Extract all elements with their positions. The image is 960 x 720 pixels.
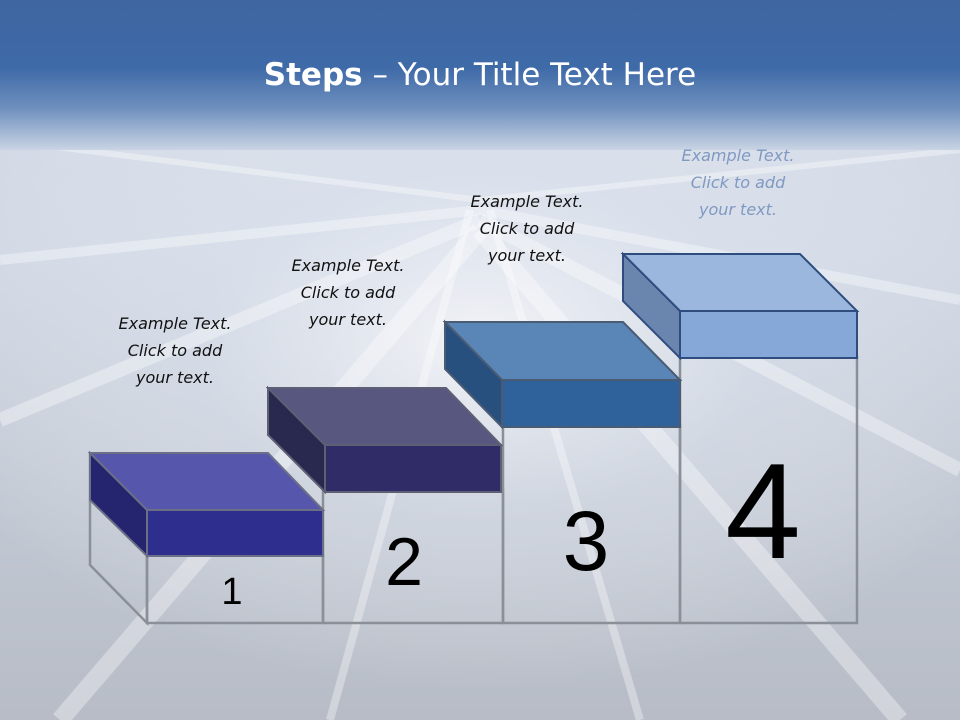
step-4-number: 4 [725,435,801,587]
step-4-block[interactable] [620,251,860,361]
caption-line: Example Text. [470,192,584,211]
step-3-block[interactable] [442,319,683,430]
step-2-number: 2 [385,524,423,600]
title-rest: – Your Title Text Here [362,57,697,93]
step-3-caption[interactable]: Example Text. Click to add your text. [432,188,622,269]
caption-line: Click to add [127,341,223,360]
caption-line: your text. [135,368,214,387]
caption-line: your text. [698,200,777,219]
caption-line: your text. [487,246,566,265]
slide-title[interactable]: Steps – Your Title Text Here [0,55,960,95]
caption-line: Example Text. [681,146,795,165]
caption-line: your text. [308,310,387,329]
title-bold: Steps [263,57,363,93]
caption-line: Click to add [300,283,396,302]
caption-line: Example Text. [291,256,405,275]
caption-line: Click to add [690,173,786,192]
caption-line: Example Text. [118,314,232,333]
step-2-caption[interactable]: Example Text. Click to add your text. [253,252,443,333]
caption-line: Click to add [479,219,575,238]
step-3-number: 3 [563,494,610,588]
step-1-number: 1 [221,571,242,613]
step-1-caption[interactable]: Example Text. Click to add your text. [80,310,270,391]
title-band [0,0,960,150]
step-1-block[interactable] [87,450,326,559]
step-2-block[interactable] [265,385,504,495]
step-4-caption[interactable]: Example Text. Click to add your text. [643,142,833,223]
